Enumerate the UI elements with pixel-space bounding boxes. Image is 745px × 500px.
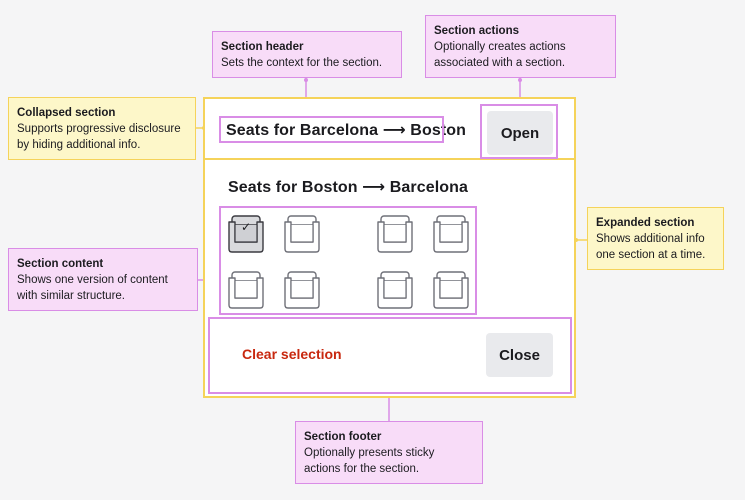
callout-desc: Shows additional info (596, 233, 705, 245)
seat-available[interactable] (375, 270, 415, 310)
seat-available[interactable] (282, 270, 322, 310)
collapsed-section-header: Seats for Barcelona ⟶ Boston (226, 122, 467, 139)
seat-available[interactable] (431, 270, 471, 310)
seat-available[interactable] (431, 214, 471, 254)
clear-selection-button[interactable]: Clear selection (242, 346, 342, 362)
callout-title: Collapsed section (17, 107, 116, 119)
callout-desc: by hiding additional info. (17, 139, 141, 151)
close-button[interactable]: Close (486, 333, 553, 377)
callout-title: Section header (221, 41, 304, 53)
callout-desc: Shows one version of content (17, 274, 168, 286)
callout-desc: actions for the section. (304, 463, 420, 475)
callout-desc: associated with a section. (434, 57, 566, 69)
callout-expanded-section: Expanded section Shows additional info o… (587, 207, 724, 270)
callout-title: Expanded section (596, 217, 695, 229)
callout-title: Section actions (434, 25, 519, 37)
seat-available[interactable] (375, 214, 415, 254)
callout-collapsed-section: Collapsed section Supports progressive d… (8, 97, 196, 160)
callout-section-footer: Section footer Optionally presents stick… (295, 421, 483, 484)
callout-desc: Optionally creates actions (434, 41, 566, 53)
seat-available[interactable] (282, 214, 322, 254)
expanded-section-header: Seats for Boston ⟶ Barcelona (228, 179, 469, 196)
callout-section-content: Section content Shows one version of con… (8, 248, 198, 311)
callout-section-header: Section header Sets the context for the … (212, 31, 402, 78)
seat-available[interactable] (226, 270, 266, 310)
seat-selected[interactable]: ✓ (226, 214, 266, 254)
callout-title: Section footer (304, 431, 382, 443)
callout-desc: with similar structure. (17, 290, 125, 302)
callout-desc: Sets the context for the section. (221, 57, 383, 69)
callout-desc: Optionally presents sticky (304, 447, 435, 459)
check-icon: ✓ (240, 220, 252, 234)
callout-title: Section content (17, 258, 104, 270)
callout-section-actions: Section actions Optionally creates actio… (425, 15, 616, 78)
callout-desc: Supports progressive disclosure (17, 123, 181, 135)
open-button[interactable]: Open (487, 111, 553, 155)
callout-desc: one section at a time. (596, 249, 706, 261)
